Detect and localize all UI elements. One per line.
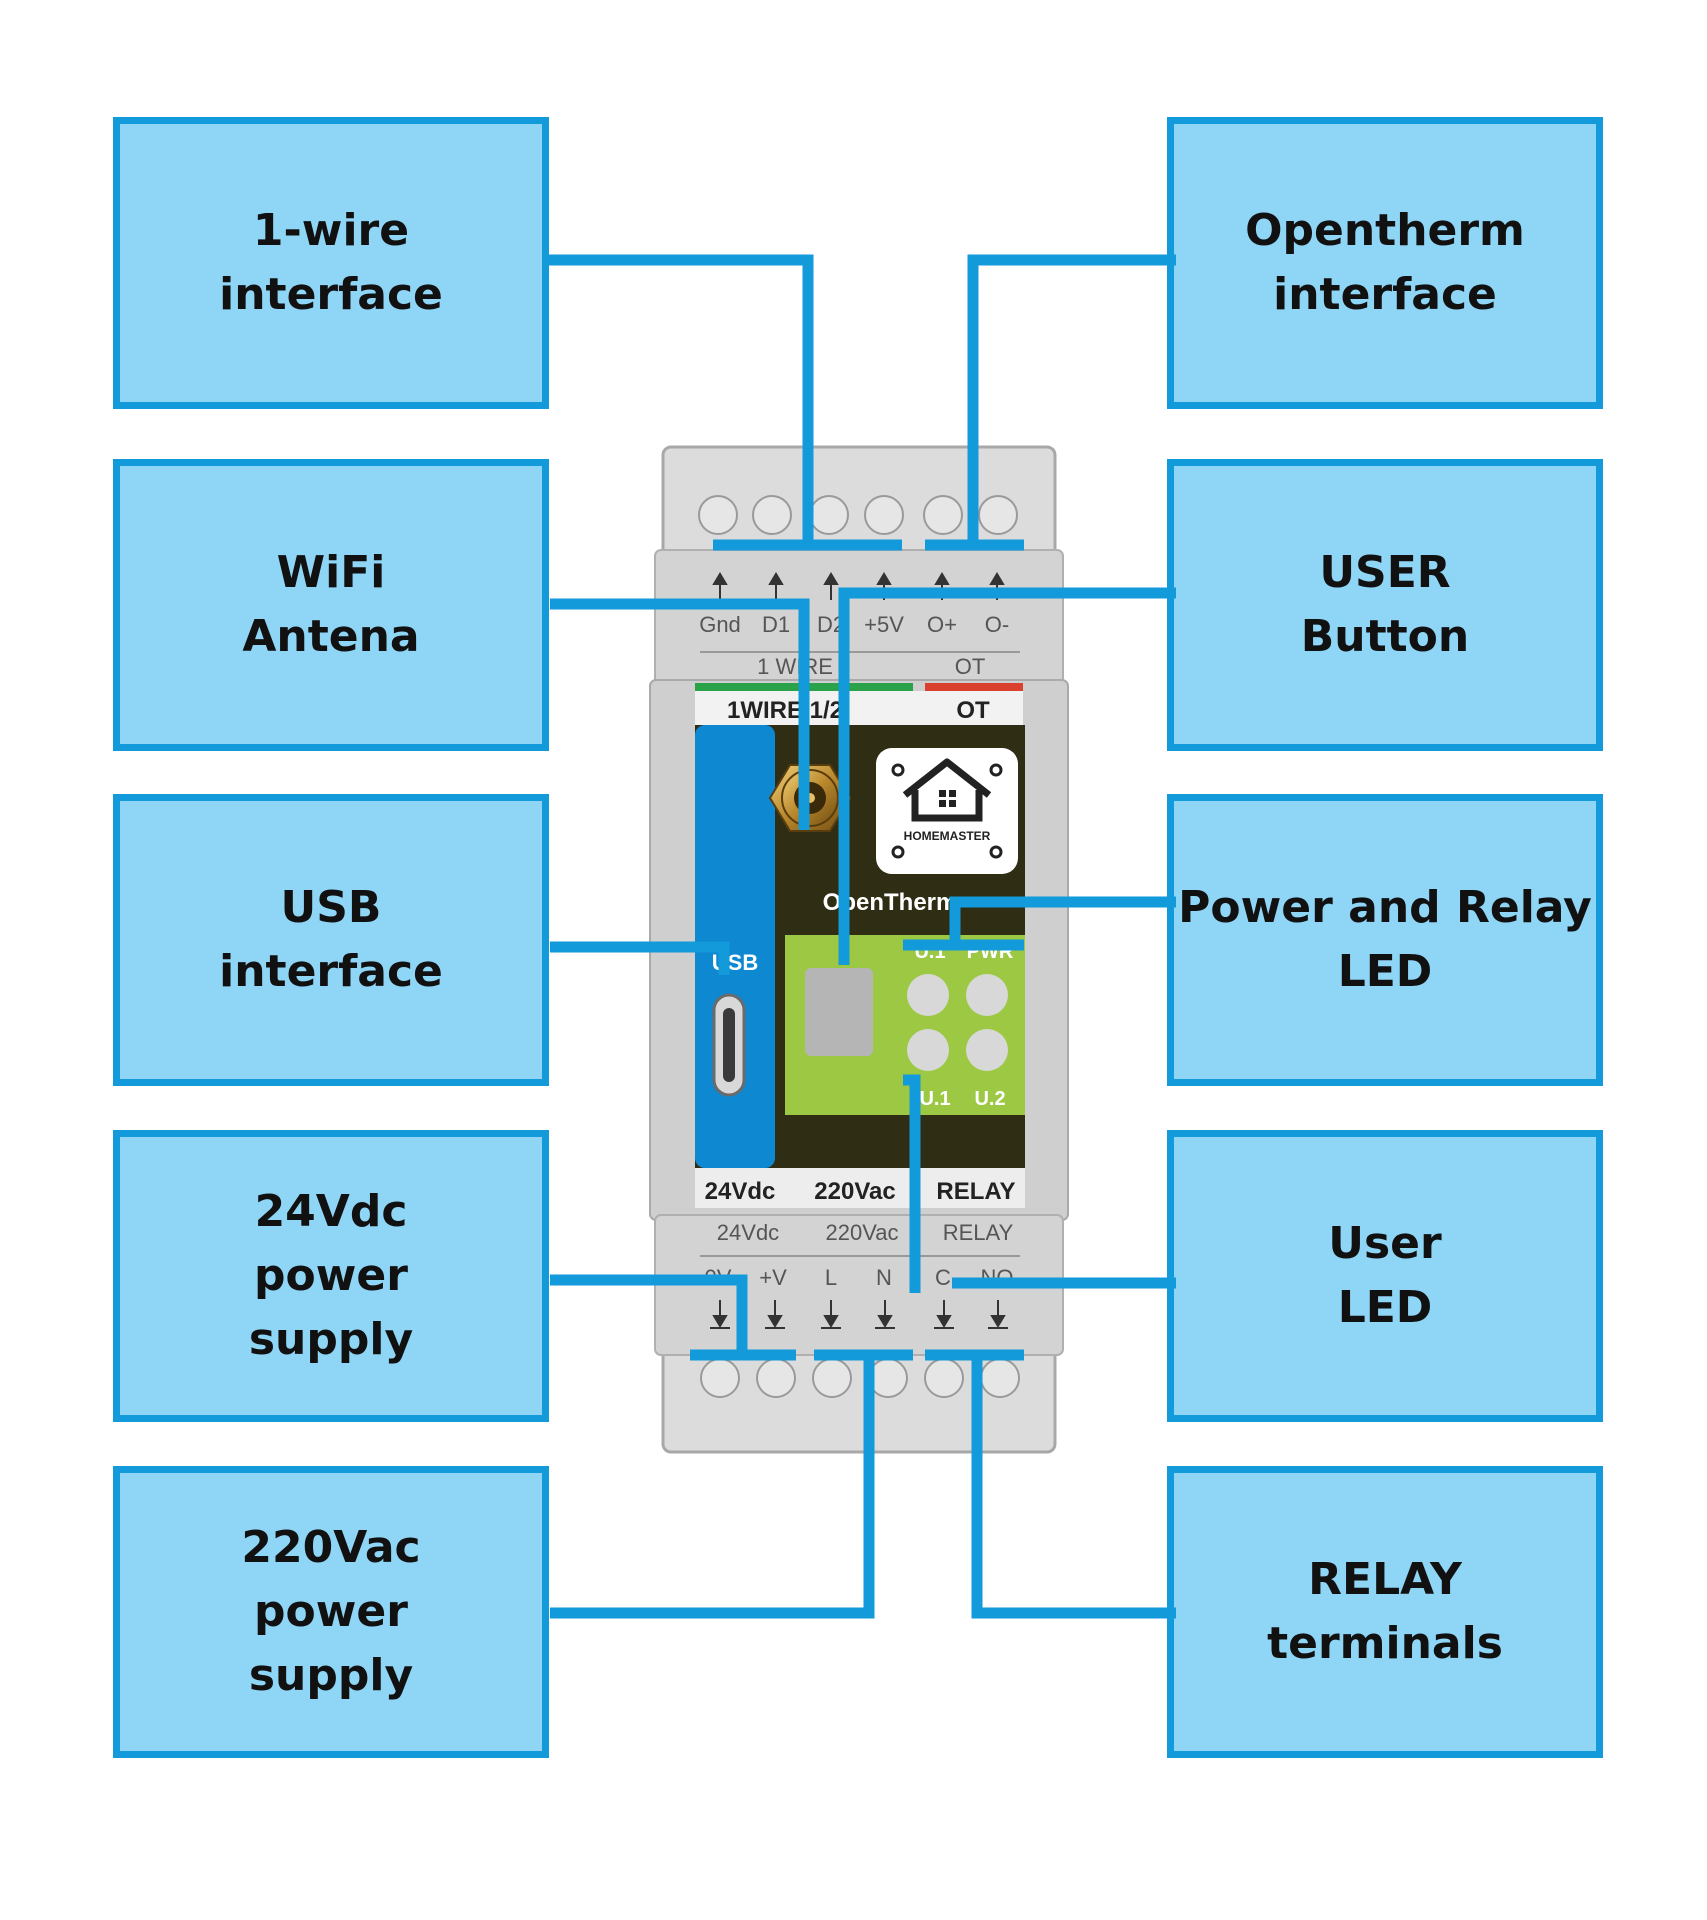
callout-relay-line1: RELAY [1308,1554,1462,1605]
callout-usb-line2: interface [219,946,443,997]
section-label-relay: RELAY [936,1178,1015,1205]
callout-1wire-line1: 1-wire [252,205,410,256]
front-label-ot: OT [956,697,990,724]
brand-text: HOMEMASTER [904,829,991,843]
leader-24vdc [550,1274,748,1355]
led-label-u2: U.2 [974,1088,1005,1110]
led-relay [966,974,1008,1016]
callout-220vac-line2: power [254,1586,408,1637]
bottom-terminal-c: C [935,1265,951,1290]
callout-power-relay-led-line2: LED [1337,946,1433,997]
callout-220vac-power-supply: 220Vac power supply [113,1466,549,1758]
callout-relay-line2: terminals [1267,1618,1503,1669]
homemaster-logo: HOMEMASTER [876,748,1018,874]
callout-opentherm-line1: Opentherm [1245,205,1525,256]
front-label-1wire: 1WIRE 1/2 [727,697,843,724]
top-terminal-o-minus: O- [985,612,1009,637]
leader-user-button [838,587,1176,965]
bottom-terminal-l: L [825,1265,837,1290]
callout-user-led-line1: User [1328,1218,1442,1269]
top-group-1wire: 1 WIRE [757,654,833,679]
led-label-u1: U.1 [919,1088,950,1110]
callout-opentherm-line2: interface [1273,269,1497,320]
top-terminal-gnd: Gnd [699,612,741,637]
callout-1wire-line2: interface [219,269,443,320]
callout-usb-line1: USB [280,882,382,933]
callout-usb-interface: USB interface [113,794,549,1086]
callout-power-relay-led-line1: Power and Relay [1178,882,1592,933]
callout-user-led-line2: LED [1337,1282,1433,1333]
leader-usb [550,941,730,975]
led-power [907,974,949,1016]
top-terminal-5v: +5V [864,612,904,637]
callout-1wire-interface: 1-wire interface [113,117,549,409]
led-user-2 [966,1029,1008,1071]
callout-220vac-line1: 220Vac [241,1522,421,1573]
callout-power-relay-led: Power and Relay LED [1167,794,1603,1086]
section-label-24vdc: 24Vdc [705,1178,776,1205]
top-group-ot: OT [955,654,986,679]
leader-1wire [542,254,814,545]
bottom-group-24vdc: 24Vdc [717,1220,779,1245]
callout-wifi-line1: WiFi [276,547,386,598]
section-label-220vac: 220Vac [814,1178,895,1205]
top-terminal-arrows [712,572,1005,600]
leader-opentherm [967,254,1176,545]
callout-user-led: User LED [1167,1130,1603,1422]
callout-24vdc-line1: 24Vdc [254,1186,408,1237]
user-button[interactable] [805,968,873,1056]
callout-user-button-line1: USER [1319,547,1451,598]
leader-lines [542,254,1176,1619]
callout-wifi-antenna: WiFi Antena [113,459,549,751]
callout-opentherm-interface: Opentherm interface [1167,117,1603,409]
callout-24vdc-line2: power [254,1250,408,1301]
top-terminal-o-plus: O+ [927,612,957,637]
callout-24vdc-power-supply: 24Vdc power supply [113,1130,549,1422]
top-screw-terminals [698,495,1018,535]
led-user-1 [907,1029,949,1071]
bottom-group-relay: RELAY [943,1220,1014,1245]
leader-user-led [903,1074,921,1293]
top-terminal-d1: D1 [762,612,790,637]
antenna-connector-icon [768,764,852,832]
leader-220vac [550,1355,875,1619]
leader-wifi [550,598,810,830]
bottom-terminal-plus-v: +V [759,1265,787,1290]
callout-user-button: USER Button [1167,459,1603,751]
callout-220vac-line3: supply [248,1650,414,1701]
leader-relay [971,1355,1176,1619]
callout-user-button-line2: Button [1300,611,1470,662]
callout-wifi-line2: Antena [242,611,420,662]
bottom-group-220vac: 220Vac [826,1220,899,1245]
callout-24vdc-line3: supply [248,1314,414,1365]
bottom-terminal-arrows [710,1300,1008,1329]
leader-power-relay-led [949,896,1176,945]
bottom-terminal-n: N [876,1265,892,1290]
